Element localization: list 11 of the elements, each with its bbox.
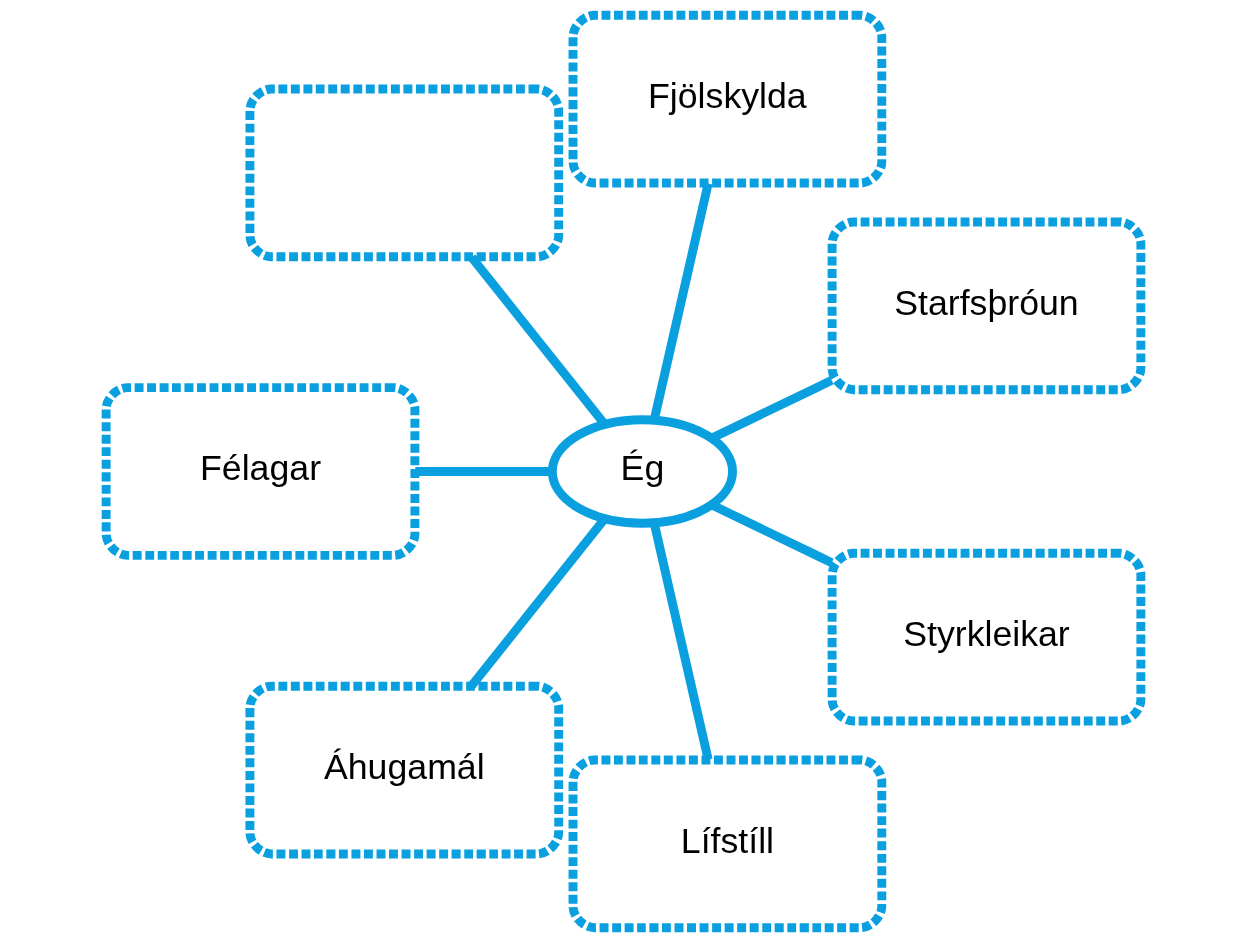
node-box (244, 84, 563, 262)
connector (709, 376, 834, 442)
node-box: Lífstíll (568, 755, 886, 933)
node-box: Áhugamál (244, 681, 563, 859)
node-box: Starfsþróun (827, 217, 1145, 395)
node-box: Félagar (101, 383, 419, 560)
connector (414, 467, 552, 476)
connector (709, 501, 834, 567)
node-box: Styrkleikar (827, 548, 1145, 726)
node-ellipse: Ég (547, 415, 737, 528)
node-box: Fjölskylda (568, 10, 886, 188)
